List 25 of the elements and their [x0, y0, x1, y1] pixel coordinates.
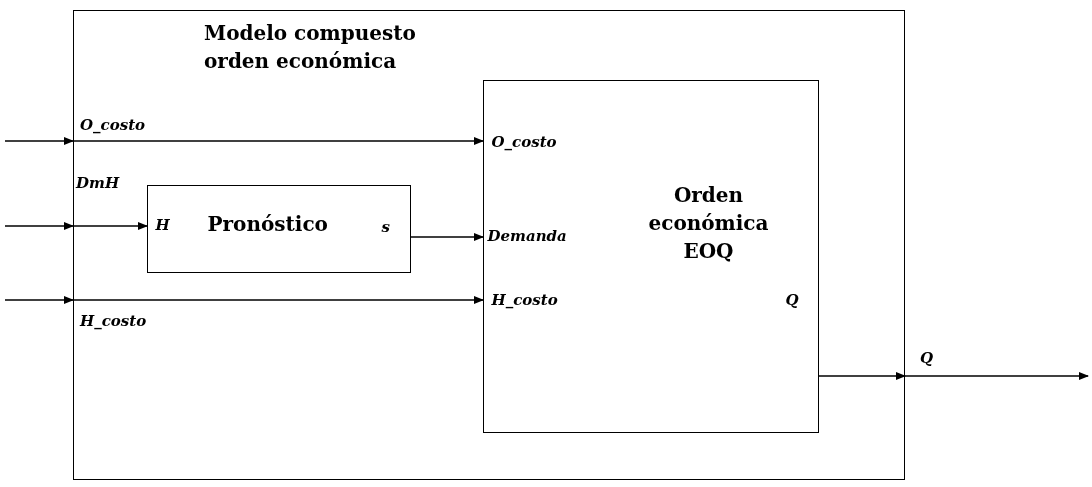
arrow — [818, 372, 906, 380]
port-label: Demanda — [487, 226, 567, 245]
block-title: Pronóstico — [207, 211, 328, 236]
block-box — [146, 184, 411, 273]
arrow — [4, 296, 74, 304]
edge-label: O_costo — [80, 116, 146, 134]
block-title: Orden económica EOQ — [647, 181, 770, 265]
arrow — [4, 222, 74, 230]
model-frame — [73, 10, 905, 480]
arrow — [4, 137, 74, 145]
port-label: H_costo — [491, 290, 558, 309]
arrow — [72, 222, 148, 230]
edge-label: H_costo — [80, 312, 147, 330]
arrow — [72, 296, 484, 304]
port-label: H — [155, 215, 170, 234]
port-label: s — [381, 217, 390, 236]
block-box — [482, 79, 819, 433]
arrow — [410, 233, 484, 241]
arrow — [72, 137, 484, 145]
edge-label: Q — [920, 349, 934, 367]
block-title: Modelo compuesto orden económica — [204, 20, 417, 75]
port-label: O_costo — [491, 132, 557, 151]
arrow — [904, 372, 1089, 380]
edge-label: DmH — [76, 174, 120, 192]
port-label: Q — [785, 290, 799, 309]
